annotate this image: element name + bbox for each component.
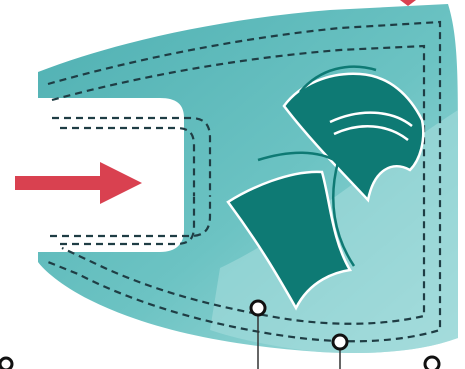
callout-dot: [249, 299, 267, 317]
callout-dot: [331, 333, 349, 351]
slot-dashed-line-bottom: [50, 196, 212, 238]
slot-dashed-line-top-inner: [60, 126, 196, 196]
callout-markers: [0, 299, 441, 369]
slot-dashed-line-top: [52, 116, 212, 196]
leaf-icon: [226, 151, 356, 311]
callout-dot: [0, 356, 14, 369]
slot-dashed-line-bottom-inner: [60, 196, 196, 246]
arrow-right-icon: [15, 162, 142, 204]
callout-dot: [423, 355, 441, 369]
corner-mark: [400, 0, 416, 6]
outer-dashed-line: [47, 20, 442, 343]
leaf-icon: [282, 65, 425, 203]
